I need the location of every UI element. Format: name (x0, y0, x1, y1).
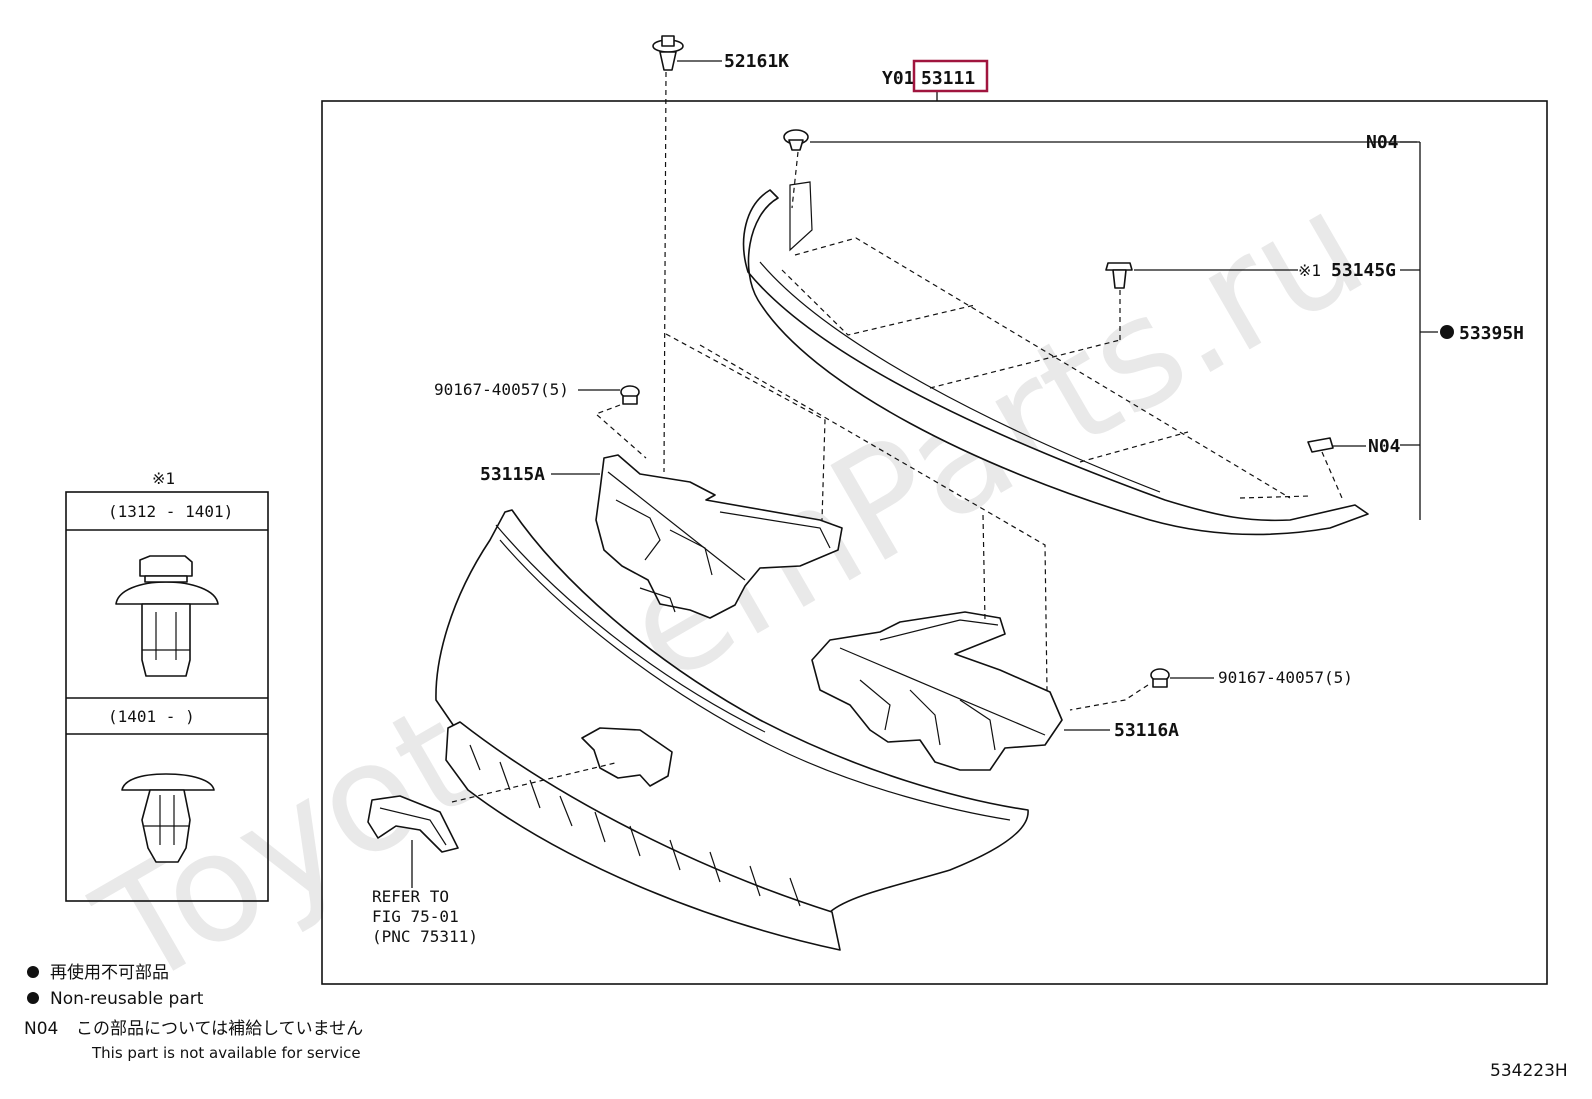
group-code[interactable]: 53111 (921, 68, 975, 89)
legend-dot-icon-jp (27, 966, 39, 978)
refer-line2: FIG 75-01 (372, 907, 459, 926)
emblem (581, 727, 673, 787)
legend-nonreusable-en: Non-reusable part (50, 989, 204, 1009)
refer-line3[interactable]: (PNC 75311) (372, 927, 478, 946)
legend-dot-icon-en (27, 992, 39, 1004)
inset-row2-range: (1401 - ) (108, 707, 195, 726)
assembly-frame (321, 100, 1548, 985)
part-53115a[interactable]: 53115A (480, 464, 545, 485)
screw-right-icon (1150, 668, 1170, 688)
legend-n04-code: N04 (24, 1019, 58, 1039)
cap-n04-lower-icon (1307, 437, 1334, 453)
part-52161k[interactable]: 52161K (724, 51, 789, 72)
part-n04-top[interactable]: N04 (1366, 132, 1399, 153)
upper-molding (742, 181, 1369, 536)
bracket-right (811, 611, 1063, 771)
radiator-grille (435, 509, 1029, 951)
bracket-left (595, 454, 843, 619)
part-90167-left[interactable]: 90167-40057(5) (434, 380, 569, 399)
group-prefix: Y01 (882, 68, 915, 89)
clip-variant-1401-icon (121, 773, 215, 863)
legend-n04-jp: この部品については補給していません (76, 1019, 363, 1039)
part-53145g[interactable]: 53145G (1331, 260, 1396, 281)
part-53145g-mark: ※1 (1298, 261, 1321, 280)
part-53395h[interactable]: 53395H (1459, 323, 1524, 344)
clip-53145g-icon (1105, 262, 1133, 289)
group-code-highlight (912, 59, 989, 93)
screw-left-icon (620, 385, 640, 405)
refer-line1: REFER TO (372, 887, 449, 906)
inset-variants-box (65, 491, 269, 902)
part-90167-right[interactable]: 90167-40057(5) (1218, 668, 1353, 687)
inset-row1-range: (1312 - 1401) (108, 502, 233, 521)
grille-ornament (367, 795, 459, 853)
legend-nonreusable-jp: 再使用不可部品 (50, 962, 169, 983)
inset-title: ※1 (152, 469, 175, 488)
cap-n04-icon (783, 129, 809, 151)
clip-variant-1312-icon (115, 555, 219, 677)
clip-52161k-icon (652, 35, 684, 71)
legend-n04-en: This part is not available for service (91, 1044, 361, 1062)
figure-code: 534223H (1490, 1061, 1568, 1081)
part-53116a[interactable]: 53116A (1114, 720, 1179, 741)
part-n04-bottom[interactable]: N04 (1368, 436, 1401, 457)
nonreusable-dot-icon (1440, 325, 1454, 339)
